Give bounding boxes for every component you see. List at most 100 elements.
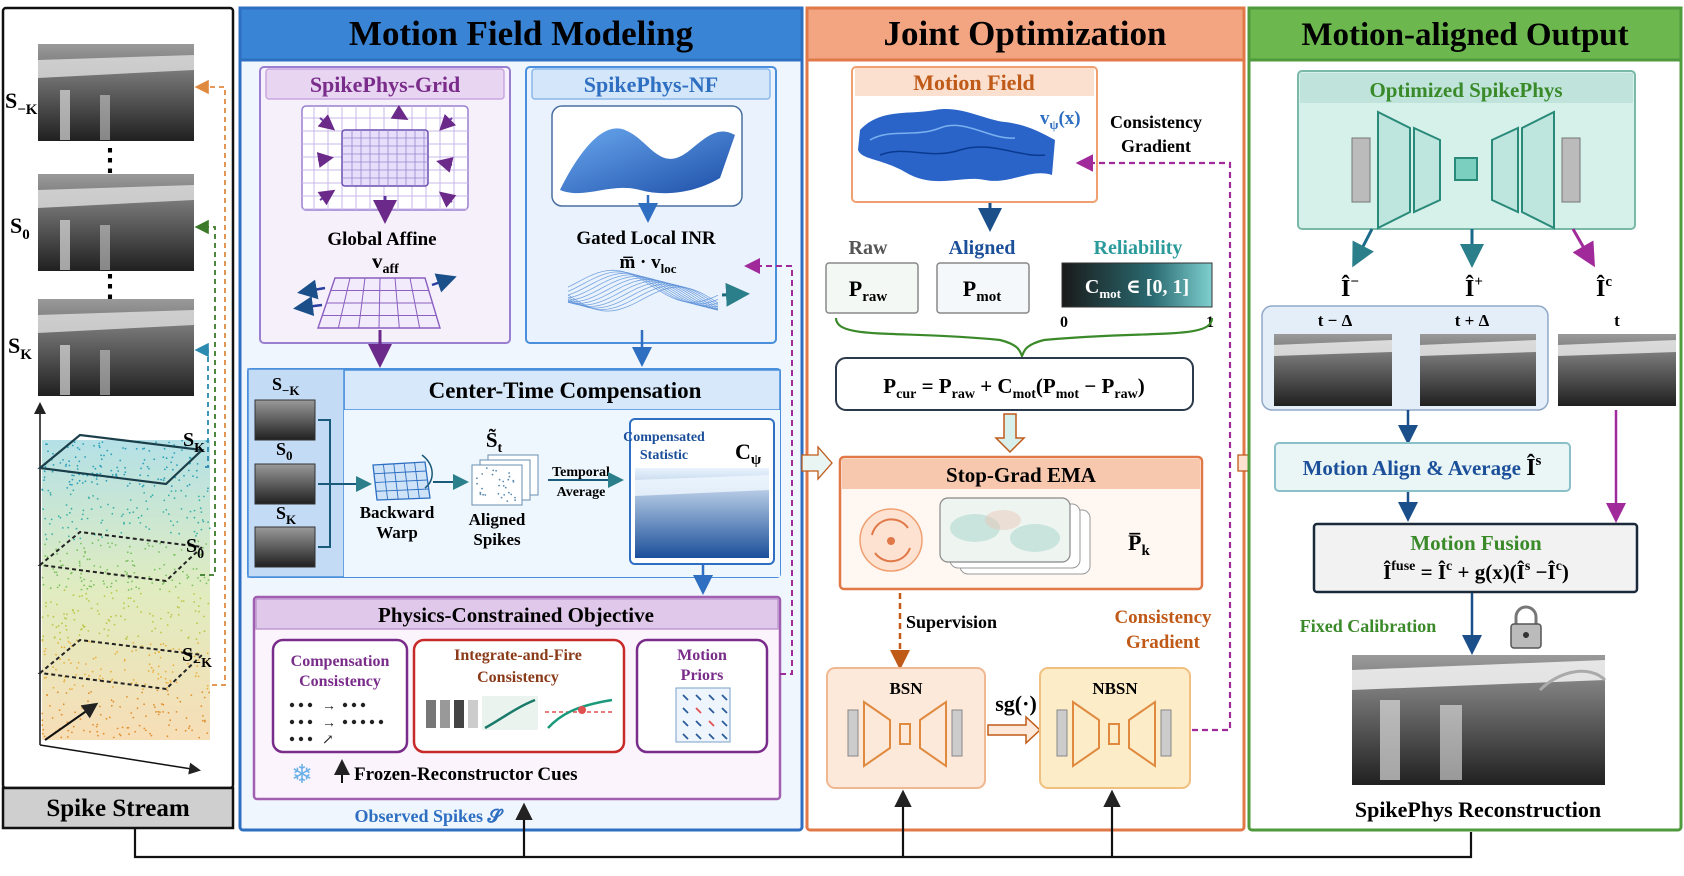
plane-k [37,433,205,486]
global-affine-label: Global Affine [327,229,436,250]
motion-field-modeling-panel: Motion Field Modeling SpikePhys-Grid Glo… [238,6,804,832]
stop-grad-title: Stop-Grad EMA [946,463,1097,487]
nbsn-label: NBSN [1092,679,1138,698]
return-arrow-minus-k [194,79,226,686]
svg-text:→: → [322,699,336,714]
p-k-label: P̅k [1128,530,1150,559]
nf-title: SpikePhys-NF [584,72,718,97]
spike-volume [34,402,211,775]
plane-zero [37,530,205,583]
aligned-label: Aligned [949,237,1016,259]
p-mot-box [936,262,1030,314]
return-arrow-k [194,342,209,468]
supervision-label: Supervision [906,612,997,632]
volume-label-k: SK [183,429,205,456]
fusion-formula: Îfuse = Îc + g(x)(Îs −Îc) [1383,559,1569,584]
spike-frame-zero [38,174,194,271]
priors-grid [675,687,731,743]
p-cur-formula-box [835,357,1194,411]
spike-frame-k [38,299,194,396]
compensated-2: Statistic [640,448,688,463]
svg-text:→: → [322,716,336,731]
p-raw-label: Praw [849,276,888,305]
p-raw-box [825,262,919,314]
range-min: 0 [1060,314,1068,331]
c-mot-range: Cmot ∈ [0, 1] [1085,276,1189,301]
motion-fusion-box [1312,522,1639,594]
backward-warp-1: Backward [360,503,435,522]
comp-label-zero: S0 [276,439,293,463]
compensated-1: Compensated [623,430,705,445]
motion-fusion-title: Motion Fusion [1410,531,1542,555]
align-average-label: Motion Align & Average Îs [1303,453,1542,481]
affine-grid [293,273,457,329]
spike-stream-title: Spike Stream [46,795,189,822]
optimized-title: Optimized SpikePhys [1369,78,1562,102]
reliability-label: Reliability [1094,237,1183,259]
dots-1: ⋮ [95,144,125,177]
i-plus-label: Î+ [1465,274,1483,302]
c-psi-label: Cψ [735,439,762,468]
nbsn-net-icon [1056,700,1172,768]
m-v-loc-label: m̅ · vloc [619,252,676,276]
comp-consistency-1: Compensation [291,653,390,670]
frame-label-k: SK [8,333,32,363]
iaf-illustration [426,696,615,730]
fixed-calibration-label: Fixed Calibration [1300,616,1437,636]
compensation-consistency-box [271,638,409,754]
down-arrow-ema [994,413,1026,454]
nbsn-feedback-arrow [1075,154,1232,732]
p-mot-label: Pmot [963,276,1001,305]
comp-thumb-zero [254,463,316,505]
temporal-average-2: Average [557,485,606,500]
p-cur-formula: Pcur = Praw + Cmot(Pmot − Praw) [883,374,1144,402]
frame-label-zero: S0 [10,213,30,243]
v-aff-label: vaff [372,249,399,277]
grid-title: SpikePhys-Grid [310,72,460,97]
mfm-to-jo-arrow [801,445,833,481]
ema-stack [939,497,1091,575]
reconstruction-label: SpikePhys Reconstruction [1355,797,1601,822]
spike-stream-label-box [1,786,235,830]
aligned-spikes-stack [471,454,539,506]
warp-grid [372,454,433,501]
motion-field-surface [858,108,1055,182]
volume-label-minus-k: S−K [182,644,212,671]
objective-feedback-arrow [744,258,793,675]
bsn-label: BSN [889,679,923,698]
gated-local-label: Gated Local INR [576,228,716,249]
sg-arrow [987,715,1042,745]
comp-consistency-2: Consistency [299,673,381,690]
raw-label: Raw [849,237,888,259]
inr-wave [567,269,719,312]
dots-2: ⋮ [95,270,125,303]
cg-top-1: Consistency [1110,112,1202,132]
volume-label-zero: S0 [186,535,204,562]
t-plus-label: t + Δ [1455,311,1490,330]
align-average-box [1274,442,1571,492]
frame-label-minus-k: S−K [5,88,38,118]
frozen-cues-label: Frozen-Reconstructor Cues [354,764,578,785]
cg-bottom-2: Gradient [1126,632,1201,653]
output-panel: Motion-aligned Output Optimized SpikePhy… [1247,6,1683,832]
comp-thumb-minus-k [254,399,316,441]
motion-field-title: Motion Field [913,70,1035,95]
comp-label-k: SK [276,503,297,527]
joint-optimization-panel: Joint Optimization Motion Field vψ(x) Co… [805,6,1246,832]
v-psi-label: vψ(x) [1040,108,1081,132]
s-tilde-label: S̃t [486,428,503,456]
return-arrow-zero [194,219,216,576]
comp-thumb-k [254,526,316,568]
observed-spikes-label: Observed Spikes 𝓢 [355,806,505,826]
cg-bottom-1: Consistency [1114,607,1212,628]
bottom-connectors [133,789,1473,859]
sg-label: sg(·) [995,691,1037,716]
lock-icon [1510,605,1542,649]
motion-priors-2: Priors [681,667,724,684]
cg-top-2: Gradient [1121,136,1191,156]
jo-title: Joint Optimization [884,14,1167,53]
iaf-2: Consistency [477,669,559,686]
ema-cycle-icon [859,508,923,572]
iaf-1: Integrate-and-Fire [454,647,582,664]
